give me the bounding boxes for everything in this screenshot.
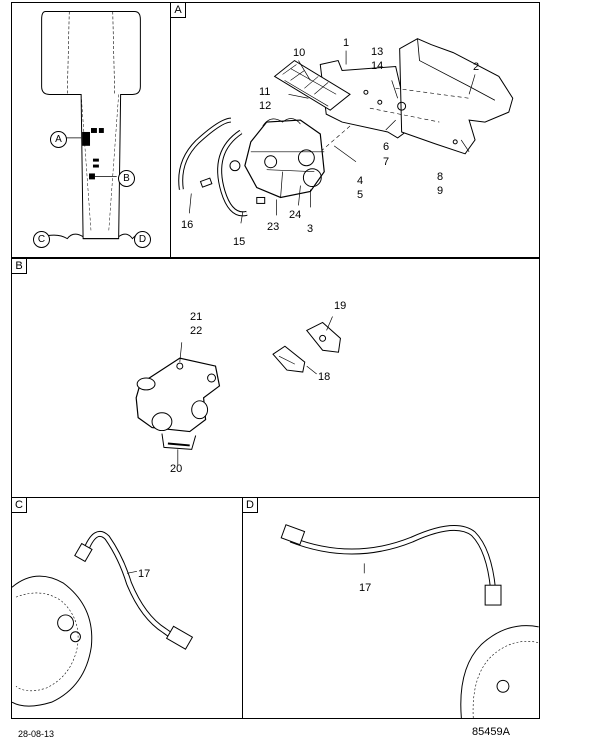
callout-2: 2	[473, 61, 480, 73]
callout-3: 3	[307, 223, 314, 235]
valve-assembly-drawing	[178, 38, 514, 224]
callout-16: 16	[181, 219, 194, 231]
panel-b: B 21 22 19 18 20	[11, 258, 540, 498]
callout-21: 21	[190, 311, 203, 323]
document-number: 85459A	[472, 726, 510, 738]
callout-23: 23	[267, 221, 280, 233]
callout-22: 22	[190, 325, 203, 337]
hose-connection-d-drawing	[280, 524, 539, 718]
panel-d-tag: D	[243, 498, 258, 513]
panel-a: A 1 2 10 13 14 11 12 6 7 8 9 4 5 24 3 23…	[170, 2, 540, 258]
marker-d: D	[134, 231, 151, 248]
panel-c-tag: C	[12, 498, 27, 513]
callout-4: 4	[357, 175, 364, 187]
marker-a: A	[50, 131, 67, 148]
callout-1: 1	[343, 37, 350, 49]
callout-9: 9	[437, 185, 444, 197]
callout-17: 17	[138, 568, 151, 580]
cab-overview-drawing	[41, 11, 141, 240]
callout-5: 5	[357, 189, 364, 201]
callout-12: 12	[259, 100, 272, 112]
callout-20: 20	[170, 463, 183, 475]
callout-11: 11	[259, 86, 271, 98]
callout-15: 15	[233, 236, 246, 248]
marker-c: C	[33, 231, 50, 248]
overview-panel: A B C D	[11, 2, 171, 258]
callout-14: 14	[371, 60, 384, 72]
panel-a-tag: A	[171, 3, 186, 18]
callout-7: 7	[383, 156, 390, 168]
callout-17-d: 17	[359, 582, 372, 594]
callout-10: 10	[293, 47, 306, 59]
panel-c: C 17	[11, 497, 243, 719]
callout-6: 6	[383, 141, 390, 153]
panel-d: D 17	[242, 497, 540, 719]
marker-b: B	[118, 170, 135, 187]
callout-18: 18	[318, 371, 331, 383]
panel-b-tag: B	[12, 259, 27, 274]
hose-connection-c-drawing	[12, 531, 194, 707]
callout-24: 24	[289, 209, 302, 221]
callout-13: 13	[371, 46, 384, 58]
callout-19: 19	[334, 300, 347, 312]
relay-valve-drawing	[135, 316, 341, 466]
callout-8: 8	[437, 171, 444, 183]
footer-date: 28-08-13	[18, 729, 55, 739]
